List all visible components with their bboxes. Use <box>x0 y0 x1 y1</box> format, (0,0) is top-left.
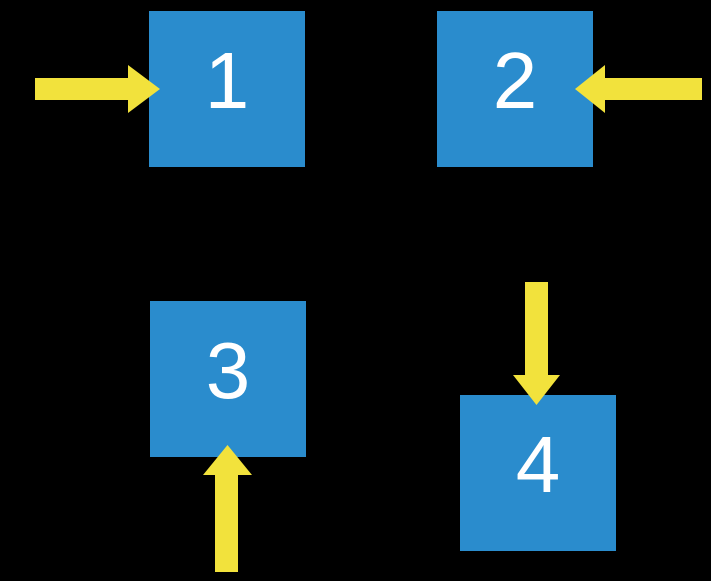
square-2-label: 2 <box>492 36 538 125</box>
square-3: 3 <box>150 301 306 457</box>
arrow-right-shape <box>35 65 160 113</box>
arrow-right-icon <box>35 65 160 113</box>
square-1-label: 1 <box>204 36 250 125</box>
arrow-down-icon <box>513 282 560 405</box>
arrow-up-icon <box>203 445 252 572</box>
square-3-label: 3 <box>205 326 251 415</box>
square-1: 1 <box>149 11 305 167</box>
arrow-left-icon <box>575 65 702 113</box>
square-4-label: 4 <box>515 420 561 509</box>
arrow-down-shape <box>513 282 560 405</box>
square-2: 2 <box>437 11 593 167</box>
arrow-left-shape <box>575 65 702 113</box>
arrow-up-shape <box>203 445 252 572</box>
square-4: 4 <box>460 395 616 551</box>
